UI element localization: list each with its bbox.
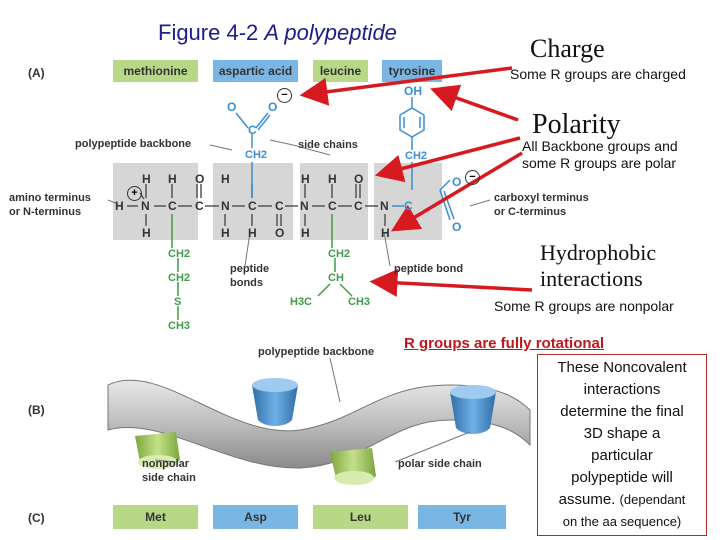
c-box-tyr: Tyr	[418, 505, 506, 529]
atom-ch3-leu: CH3	[348, 296, 371, 308]
atom-ch2-met-1: CH2	[168, 248, 191, 260]
label-polar-side-chain: polar side chain	[398, 458, 482, 470]
note-small-2: on the aa sequence)	[562, 514, 682, 529]
label-bonds: bonds	[230, 277, 263, 289]
note-line-2: interactions	[583, 381, 661, 398]
label-n-terminus: or N-terminus	[9, 206, 82, 218]
atom-h-bot-2: H	[221, 226, 230, 240]
annotation-hydrophobic-title: Hydrophobic interactions	[540, 240, 656, 292]
label-c-terminus: or C-terminus	[494, 206, 567, 218]
figure-caption: A polypeptide	[264, 20, 397, 45]
note-line-5: particular	[591, 447, 653, 464]
panel-label-b: (B)	[28, 403, 45, 417]
atom-h3c-leu: H3C	[290, 296, 313, 308]
atom-n-3: N	[300, 199, 309, 213]
atom-h-top-4: H	[301, 172, 310, 186]
label-carboxyl-terminus: carboxyl terminus	[494, 192, 589, 204]
aa-box-leucine: leucine	[313, 60, 368, 82]
annotation-hydrophobic-sub: Some R groups are nonpolar	[494, 298, 674, 314]
atom-c-3: C	[248, 199, 257, 213]
annotation-charge-title: Charge	[530, 34, 605, 63]
c-box-leu: Leu	[313, 505, 408, 529]
label-amino-terminus: amino terminus	[9, 192, 91, 204]
atom-o-bot-1: O	[275, 226, 285, 240]
figure-title: Figure 4-2 A polypeptide	[158, 20, 397, 46]
atom-o-asp-1: O	[227, 100, 237, 114]
atom-ch3-met: CH3	[168, 320, 191, 332]
note-line-6: polypeptide will	[571, 469, 673, 486]
panel-label-a: (A)	[28, 66, 45, 80]
hydro-title-line-2: interactions	[540, 266, 643, 291]
polarity-sub-line-1: All Backbone groups and	[522, 138, 678, 154]
atom-ch2-tyr: CH2	[405, 150, 428, 162]
atom-ch-leu: CH	[328, 272, 344, 284]
note-line-3: determine the final	[560, 403, 684, 420]
atom-ch2-asp: CH2	[245, 149, 268, 161]
positive-charge-icon: +	[127, 186, 142, 201]
atom-s-met: S	[174, 296, 182, 308]
atom-h-bot-3: H	[248, 226, 257, 240]
atom-c-asp: C	[248, 123, 257, 137]
label-side-chains: side chains	[298, 139, 358, 151]
atom-n-1: N	[141, 199, 150, 213]
atom-c-terminal: C	[404, 199, 413, 213]
polarity-sub-line-2: some R groups are polar	[522, 155, 677, 171]
atom-ch2-met-2: CH2	[168, 272, 191, 284]
backbone-box-1	[113, 163, 198, 240]
label-nonpolar: nonpolar	[142, 458, 190, 470]
note-assume: assume.	[558, 491, 616, 508]
atom-n-4: N	[380, 199, 389, 213]
note-box: These Noncovalent interactions determine…	[537, 354, 707, 536]
backbone-box-2	[213, 163, 293, 240]
atom-oh-tyr: OH	[404, 84, 422, 98]
aa-box-aspartic-acid: aspartic acid	[213, 60, 298, 82]
atom-o-asp-2: O	[268, 100, 278, 114]
label-polypeptide-backbone: polypeptide backbone	[75, 138, 192, 150]
negative-charge-icon-1: −	[277, 88, 292, 103]
aa-box-methionine: methionine	[113, 60, 198, 82]
hydro-title-line-1: Hydrophobic	[540, 240, 657, 265]
atom-h-bot-4: H	[301, 226, 310, 240]
atom-c-2: C	[195, 199, 204, 213]
atom-c-6: C	[354, 199, 363, 213]
label-peptide-bond: peptide bond	[394, 263, 464, 275]
label-polypeptide-backbone-b: polypeptide backbone	[258, 346, 375, 358]
atom-c-4: C	[275, 199, 284, 213]
note-line-1: These Noncovalent	[557, 359, 687, 376]
backbone-box-3	[300, 163, 368, 240]
atom-h-bot-5: H	[381, 226, 390, 240]
atom-c-1: C	[168, 199, 177, 213]
atom-h-top-5: H	[328, 172, 337, 186]
figure-number: Figure 4-2	[158, 20, 259, 45]
annotation-polarity-sub: All Backbone groups and some R groups ar…	[522, 138, 678, 172]
c-box-met: Met	[113, 505, 198, 529]
atom-h-bot-1: H	[142, 226, 151, 240]
annotation-polarity-title: Polarity	[532, 109, 621, 140]
aa-box-tyrosine: tyrosine	[382, 60, 442, 82]
atom-ch2-leu: CH2	[328, 248, 351, 260]
atom-n-2: N	[221, 199, 230, 213]
c-box-asp: Asp	[213, 505, 298, 529]
label-nonpolar-side-chain: side chain	[142, 472, 196, 484]
panel-label-c: (C)	[28, 511, 45, 525]
atom-o-terminal-2: O	[452, 220, 462, 234]
atom-h-1: H	[115, 199, 124, 213]
atom-h-top-1: H	[142, 172, 151, 186]
atom-h-top-3: H	[221, 172, 230, 186]
atom-c-5: C	[328, 199, 337, 213]
note-small-1: (dependant	[619, 492, 686, 507]
annotation-rotational: R groups are fully rotational	[404, 335, 605, 352]
annotation-charge-sub: Some R groups are charged	[510, 66, 686, 82]
atom-o-top-2: O	[354, 172, 364, 186]
note-line-7: assume. (dependant	[538, 489, 706, 511]
negative-charge-icon-2: −	[465, 170, 480, 185]
atom-o-terminal-1: O	[452, 175, 462, 189]
label-peptide: peptide	[230, 263, 270, 275]
atom-h-top-2: H	[168, 172, 177, 186]
atom-o-top-1: O	[195, 172, 205, 186]
note-line-4: 3D shape a	[583, 425, 661, 442]
